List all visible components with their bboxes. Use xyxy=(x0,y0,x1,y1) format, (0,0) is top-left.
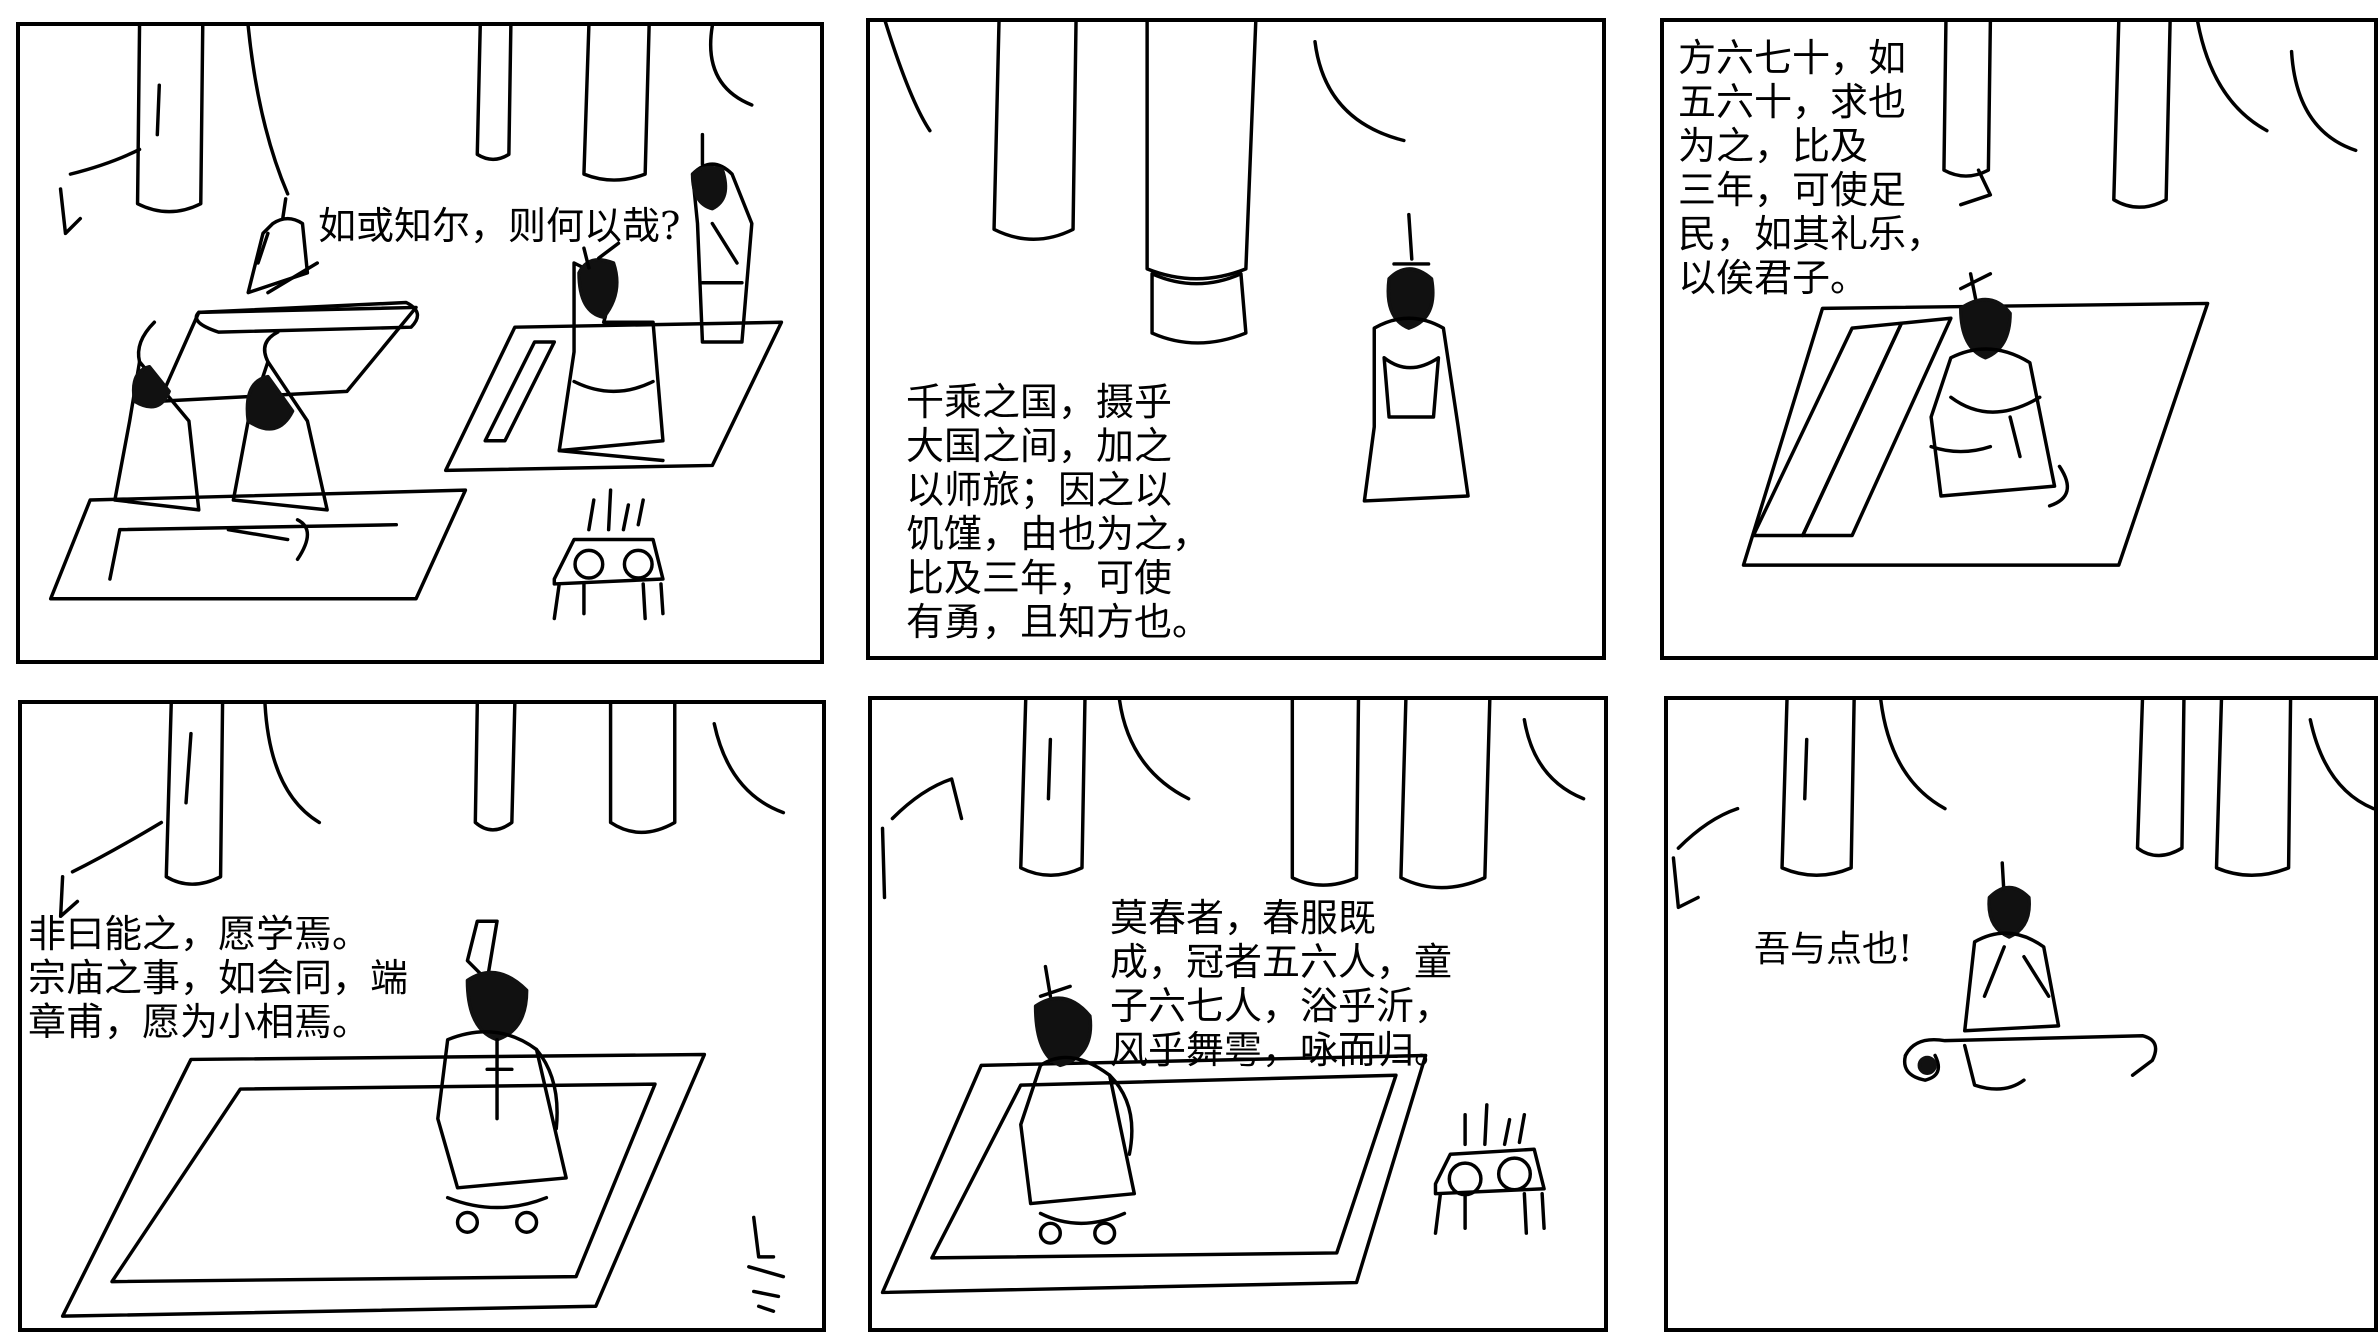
panel-6-illustration xyxy=(1671,700,2374,1091)
comic-panel-4: 非曰能之，愿学焉。 宗庙之事，如会同，端 章甫，愿为小相焉。 xyxy=(18,700,826,1332)
panel-3-caption: 方六七十，如 五六十，求也 为之，比及 三年，可使足 民，如其礼乐， 以俟君子。 xyxy=(1678,36,1945,300)
panel-5-illustration xyxy=(880,700,1586,1295)
panel-1-caption: 如或知尔，则何以哉? xyxy=(318,204,681,248)
comic-panel-3: 方六七十，如 五六十，求也 为之，比及 三年，可使足 民，如其礼乐， 以俟君子。 xyxy=(1660,18,2378,660)
comic-panel-1: 如或知尔，则何以哉? xyxy=(16,22,824,664)
panel-4-caption: 非曰能之，愿学焉。 宗庙之事，如会同，端 章甫，愿为小相焉。 xyxy=(28,912,409,1044)
panel-1-illustration xyxy=(48,26,784,621)
comic-panel-6: 吾与点也! xyxy=(1664,696,2378,1332)
panel-5-caption: 莫春者，春服既 成，冠者五六人，童 子六七人，浴乎沂， 风乎舞雩，咏而归。 xyxy=(1110,896,1453,1072)
panel-6-caption: 吾与点也! xyxy=(1754,929,1913,970)
panel-3-illustration xyxy=(1741,22,2358,567)
panel-2-illustration xyxy=(883,22,1470,503)
panel-2-caption: 千乘之国，摄乎 大国之间，加之 以师旅；因之以 饥馑，由也为之， 比及三年，可使… xyxy=(906,380,1211,644)
panel-4-illustration xyxy=(58,704,786,1318)
comic-panel-5: 莫春者，春服既 成，冠者五六人，童 子六七人，浴乎沂， 风乎舞雩，咏而归。 xyxy=(868,696,1608,1332)
comic-panel-2: 千乘之国，摄乎 大国之间，加之 以师旅；因之以 饥馑，由也为之， 比及三年，可使… xyxy=(866,18,1606,660)
